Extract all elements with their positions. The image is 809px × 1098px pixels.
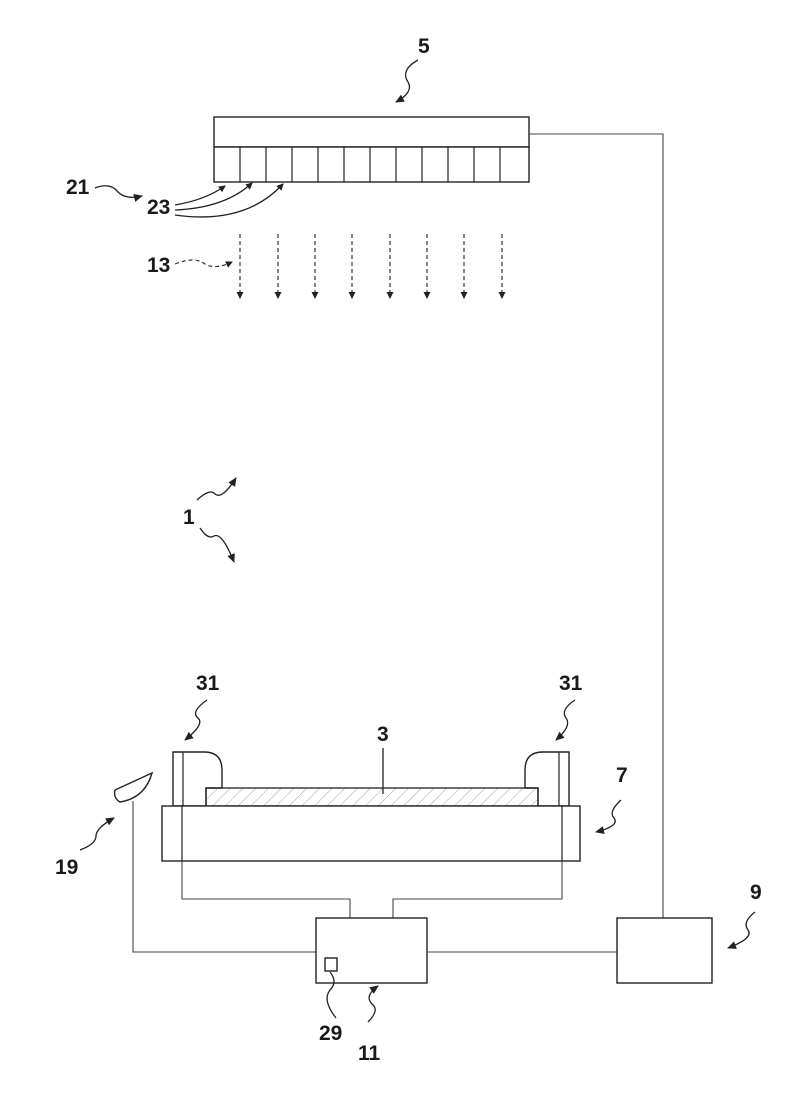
label-9: 9	[750, 881, 762, 904]
table-to-controller	[182, 861, 350, 918]
label-19: 19	[55, 856, 78, 879]
label-31-left: 31	[196, 672, 220, 695]
controller	[316, 918, 427, 983]
label-7: 7	[616, 764, 628, 787]
label-3: 3	[377, 723, 389, 746]
leader-1-down	[200, 528, 234, 562]
leader-7	[596, 800, 621, 832]
control-unit	[617, 918, 712, 983]
label-1: 1	[183, 506, 195, 529]
leader-1-up	[197, 478, 236, 500]
leader-23c	[175, 184, 283, 217]
label-23: 23	[147, 196, 170, 219]
leader-31-right	[556, 700, 575, 740]
leader-5	[396, 60, 418, 102]
leader-31-left	[185, 700, 207, 740]
sensor	[115, 773, 152, 802]
leader-9	[728, 912, 755, 948]
table-body	[162, 806, 580, 861]
label-11: 11	[358, 1042, 381, 1065]
label-13: 13	[147, 254, 170, 277]
leader-13	[175, 260, 232, 267]
droplet-stream	[240, 234, 502, 298]
leader-21	[95, 186, 142, 198]
label-29: 29	[319, 1022, 342, 1045]
element-29	[325, 958, 337, 971]
leader-23b	[175, 183, 252, 210]
leader-19	[80, 818, 114, 850]
leader-11	[368, 986, 378, 1022]
substrate-table	[162, 752, 580, 918]
print-head	[214, 117, 529, 182]
label-5: 5	[418, 35, 430, 58]
substrate	[206, 788, 538, 806]
label-31-right: 31	[559, 672, 583, 695]
label-21: 21	[66, 176, 90, 199]
leader-23a	[175, 186, 225, 205]
